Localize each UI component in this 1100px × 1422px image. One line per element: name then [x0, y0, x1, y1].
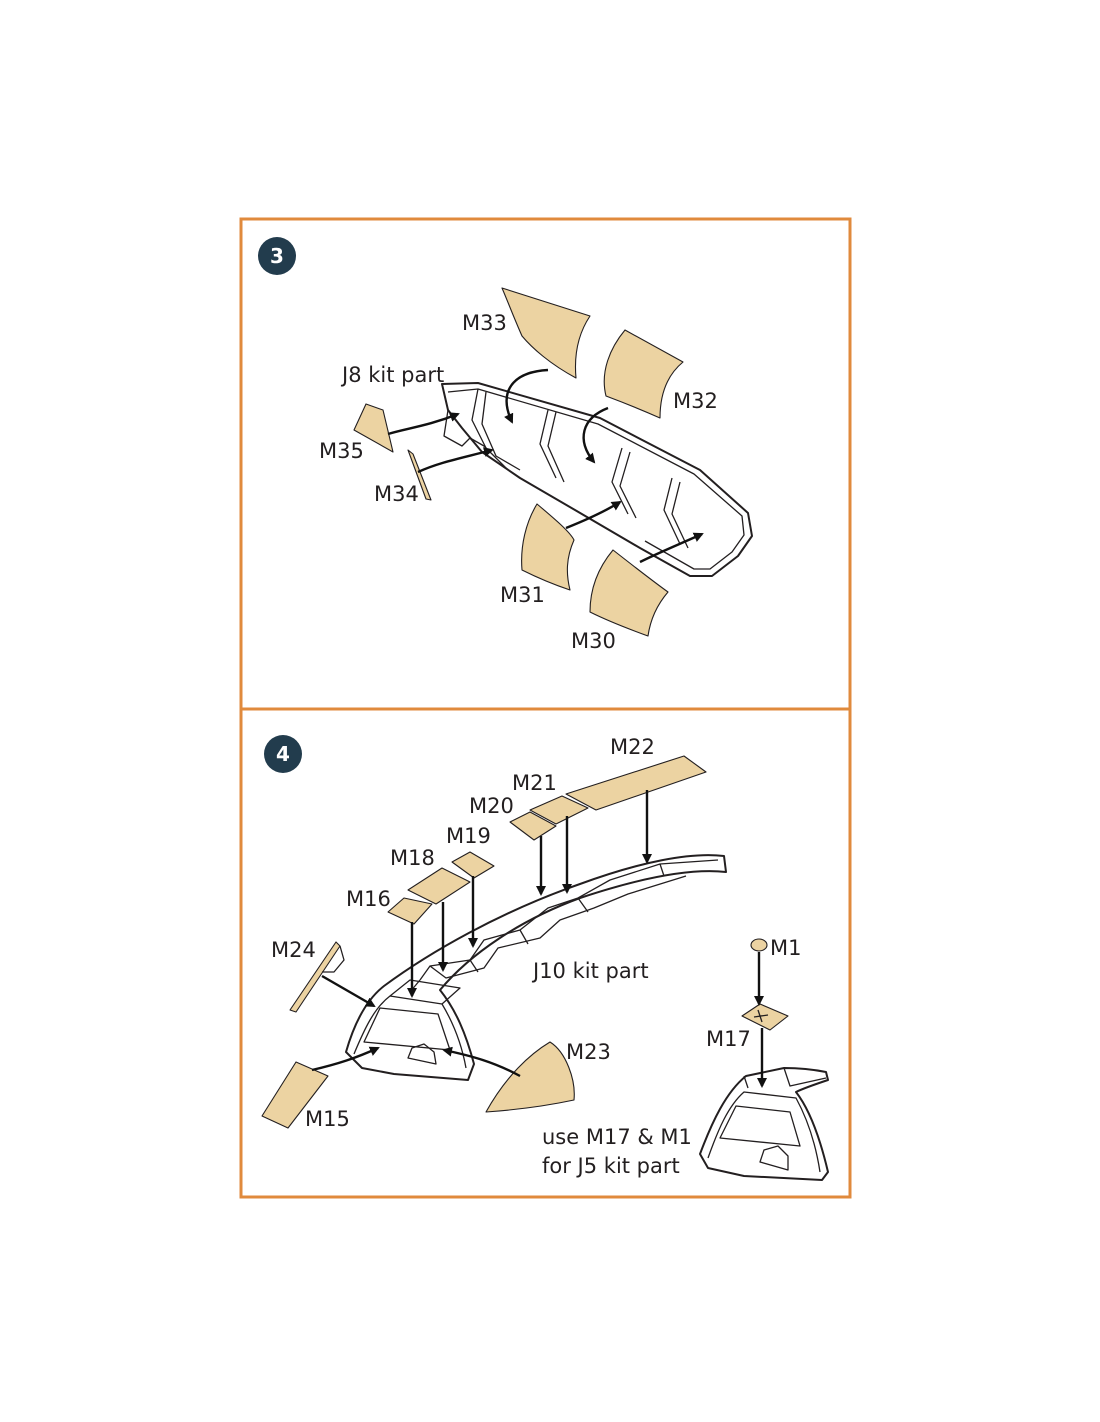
mask-m15: [261, 1061, 329, 1129]
mask-m31: [521, 503, 575, 591]
mask-m17: [741, 1003, 789, 1031]
arrow-m15: [311, 1046, 380, 1072]
label-m35: M35: [319, 439, 364, 463]
mask-m24: [289, 941, 341, 1013]
label-m32: M32: [673, 389, 718, 413]
label-m20: M20: [469, 794, 514, 818]
label-j10-kit-part: J10 kit part: [531, 959, 649, 983]
label-m15: M15: [305, 1107, 350, 1131]
mask-m34: [407, 449, 432, 501]
arrow-m32: [582, 406, 609, 464]
mask-m30: [589, 549, 669, 637]
label-m18: M18: [390, 846, 435, 870]
mask-m19: [451, 851, 495, 879]
mask-m21: [529, 795, 589, 825]
step-4-panel: [239, 707, 852, 1199]
j10-canopy: [345, 854, 727, 1081]
mask-m32: [603, 329, 684, 419]
arrow-m30: [639, 532, 704, 564]
j8-canopy: [441, 382, 753, 577]
label-note-line1: use M17 & M1: [542, 1125, 692, 1149]
arrow-m34: [417, 447, 494, 474]
mask-m35: [353, 403, 394, 453]
mask-m24-outline: [322, 945, 345, 973]
arrow-m24: [321, 974, 376, 1008]
mask-m22: [565, 755, 707, 811]
step-4-number: 4: [276, 742, 290, 766]
step-3-badge: [258, 237, 296, 275]
label-m30: M30: [571, 629, 616, 653]
label-m19: M19: [446, 824, 491, 848]
arrow-m31: [565, 500, 622, 530]
label-note-line2: for J5 kit part: [542, 1154, 680, 1178]
step-4-badge: [264, 735, 302, 773]
mask-m23: [485, 1041, 575, 1113]
mask-m18: [407, 867, 471, 905]
mask-m20: [509, 811, 557, 841]
label-m1: M1: [770, 936, 801, 960]
m17-cross-mark: [753, 1009, 769, 1023]
label-m16: M16: [346, 887, 391, 911]
label-m34: M34: [374, 482, 419, 506]
label-m33: M33: [462, 311, 507, 335]
label-m23: M23: [566, 1040, 611, 1064]
mask-m1: [750, 938, 768, 952]
step-3-number: 3: [270, 244, 284, 268]
arrow-m35: [387, 412, 460, 436]
label-m21: M21: [512, 771, 557, 795]
label-m17: M17: [706, 1027, 751, 1051]
label-m24: M24: [271, 938, 316, 962]
step-3-diagram: 3 M33 M32 J8 kit: [258, 237, 753, 653]
label-j8-kit-part: J8 kit part: [340, 363, 444, 387]
label-m22: M22: [610, 735, 655, 759]
arrow-m33: [504, 368, 549, 424]
step-4-diagram: 4: [261, 735, 829, 1181]
label-m31: M31: [500, 583, 545, 607]
arrow-m23: [442, 1046, 521, 1078]
mask-m16: [387, 897, 433, 925]
j5-canopy: [699, 1067, 829, 1181]
mask-m33: [501, 287, 591, 379]
